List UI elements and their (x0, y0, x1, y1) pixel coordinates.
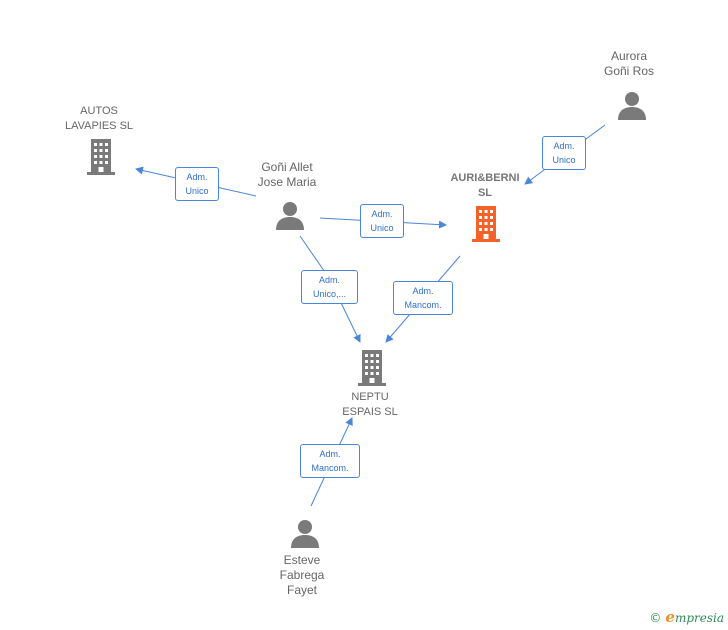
edge-role-line1: Adm. (553, 141, 575, 151)
edge-role-line2: Mancom. (311, 463, 349, 473)
edge-label-aurora-auriberni[interactable]: Adm. Unico (542, 136, 586, 170)
company-label-auriberni[interactable]: AURI&BERNI SL (430, 171, 540, 201)
building-icon[interactable] (470, 206, 502, 242)
edge-role-line2: Unico (185, 186, 209, 196)
edge-label-goni-autos[interactable]: Adm. Unico (175, 167, 219, 201)
person-icon[interactable] (275, 200, 305, 230)
person-name-line2: Goñi Ros (603, 64, 655, 78)
edge-label-goni-neptu[interactable]: Adm. Unico,... (301, 270, 358, 304)
person-icon[interactable] (617, 90, 647, 120)
building-icon[interactable] (85, 139, 117, 175)
copyright-symbol: © (649, 611, 662, 625)
person-icon[interactable] (290, 518, 320, 548)
company-name-line1: AURI&BERNI (450, 172, 520, 184)
company-name-line2: ESPAIS SL (342, 406, 398, 418)
edge-role-line2: Mancom. (404, 300, 442, 310)
edge-role-line1: Adm. (319, 449, 341, 459)
edge-role-line1: Adm. (318, 275, 340, 285)
edge-role-line1: Adm. (186, 172, 208, 182)
person-name-line1: Goñi Allet (261, 160, 313, 174)
person-label-goni-allet[interactable]: Goñi Allet Jose Maria (237, 160, 337, 190)
edge-role-line2: Unico (552, 155, 576, 165)
edge-role-line1: Adm. (412, 286, 434, 296)
company-label-autos-lavapies[interactable]: AUTOS LAVAPIES SL (48, 104, 150, 134)
person-name-line2: Jose Maria (257, 175, 317, 189)
empresia-logo: ©empresia (649, 608, 724, 626)
edge-label-goni-auriberni[interactable]: Adm. Unico (360, 204, 404, 238)
person-label-esteve[interactable]: Esteve Fabrega Fayet (252, 553, 352, 598)
company-name-line1: AUTOS (80, 105, 118, 117)
company-name-line1: NEPTU (351, 391, 389, 403)
person-name-line1: Aurora (610, 49, 648, 63)
company-name-line2: SL (477, 187, 493, 199)
person-label-aurora[interactable]: Aurora Goñi Ros (579, 49, 679, 79)
person-name-line1: Esteve (283, 553, 321, 567)
person-name-line2: Fabrega (279, 568, 325, 582)
company-name-line2: LAVAPIES SL (64, 120, 134, 132)
company-label-neptu-espais[interactable]: NEPTU ESPAIS SL (320, 390, 420, 420)
building-icon[interactable] (356, 350, 388, 386)
person-name-line3: Fayet (286, 583, 317, 597)
brand-name: mpresia (674, 611, 724, 625)
edge-label-auriberni-neptu[interactable]: Adm. Mancom. (393, 281, 453, 315)
edge-role-line2: Unico (370, 223, 394, 233)
edge-label-esteve-neptu[interactable]: Adm. Mancom. (300, 444, 360, 478)
brand-initial: e (665, 608, 675, 626)
edge-role-line1: Adm. (371, 209, 393, 219)
edge-role-line2: Unico,... (312, 289, 346, 299)
